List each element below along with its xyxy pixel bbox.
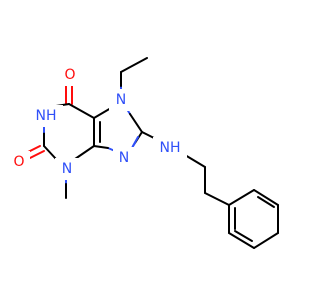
bond-n3-c2 xyxy=(43,145,57,160)
bond-ch2-ch3 xyxy=(120,57,148,73)
bond-ph-inner-2 xyxy=(234,230,253,242)
label-mask-o-top xyxy=(59,64,81,86)
bond-ph-2 xyxy=(253,189,279,206)
imidazole-nitrogen-label: N xyxy=(119,150,129,166)
label-mask-n-methyl xyxy=(55,158,79,180)
bond-ph-1 xyxy=(228,189,255,206)
bond-c6-c5 xyxy=(68,103,95,119)
bond-nh-ch2 xyxy=(184,154,206,168)
bond-c8-nh xyxy=(141,131,155,139)
bond-c4-n3 xyxy=(74,145,95,160)
label-mask-o-left xyxy=(8,151,30,173)
label-mask-nh-ring xyxy=(29,105,63,127)
oxygen-label-left: O xyxy=(13,154,24,170)
bond-n7-c8 xyxy=(129,113,143,133)
oxygen-label-top: O xyxy=(64,67,75,83)
amine-nh-label: NH xyxy=(160,140,181,156)
bonds xyxy=(25,57,279,249)
methyl-nitrogen-label: N xyxy=(62,161,72,177)
atom-labels: O O NH N N N NH xyxy=(8,64,187,180)
bond-c5-n7 xyxy=(93,107,112,119)
bond-c8-n9-double xyxy=(132,136,139,147)
bond-n9-c4 xyxy=(93,145,109,149)
label-mask-n-ethyl xyxy=(109,89,133,111)
bond-ph-5 xyxy=(228,232,255,249)
bond-c2-o-2 xyxy=(29,150,45,159)
ring-nh-label: NH xyxy=(36,108,57,124)
bond-ch2-ph xyxy=(204,192,230,206)
bond-ph-inner-1 xyxy=(257,196,275,208)
molecule-canvas: O O NH N N N NH xyxy=(8,57,279,249)
label-mask-nh-amine xyxy=(153,137,187,159)
molecule-structure: O O NH N N N NH xyxy=(8,57,279,249)
bond-ph-4 xyxy=(253,232,279,249)
ethyl-nitrogen-label: N xyxy=(116,92,126,108)
label-mask-n-imidazole xyxy=(113,147,137,169)
